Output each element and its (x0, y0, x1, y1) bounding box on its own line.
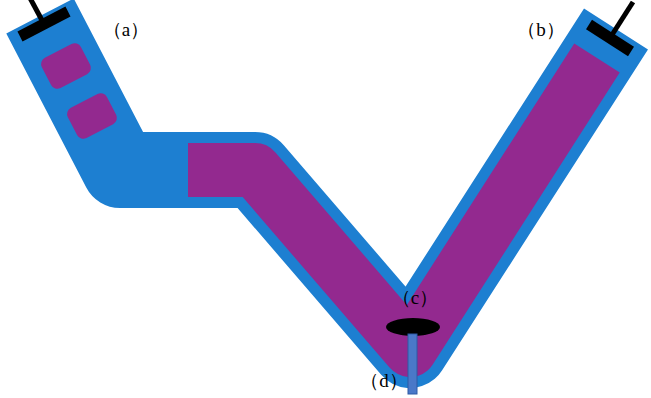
stopper-plate (589, 25, 631, 52)
callout-label: （a） (103, 20, 149, 41)
stopper-rod (610, 2, 633, 38)
liquid-segment (39, 41, 94, 91)
callout-label: （c） (392, 288, 438, 309)
callout-label: （b） (517, 20, 565, 41)
electrode-lead (408, 334, 417, 394)
electrode-disc (386, 318, 440, 336)
liquid-fill (188, 58, 597, 350)
tube-wall (40, 16, 616, 350)
callout-label: （d） (360, 371, 408, 392)
stopper-plate (20, 12, 68, 37)
liquid-segment (65, 91, 120, 141)
